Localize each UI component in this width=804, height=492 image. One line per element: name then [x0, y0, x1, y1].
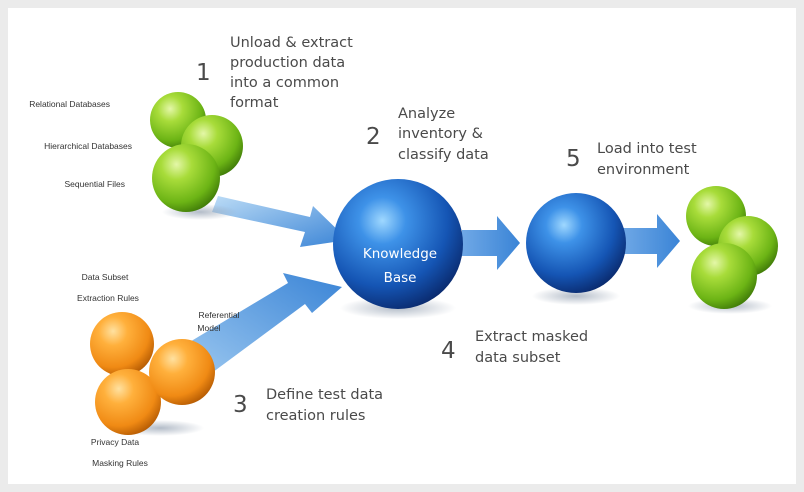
referential-model-label-line2: Model: [197, 323, 220, 333]
diagram-canvas: Knowledge Base Relational Databases Hier…: [8, 8, 796, 484]
orange-sphere: [90, 312, 154, 376]
masked-subset: [526, 193, 626, 305]
step-4-number: 4: [441, 338, 456, 364]
step-2-number: 2: [366, 124, 381, 150]
arrow-sources-to-kb: [212, 196, 348, 247]
arrow-rules-to-kb: [188, 273, 342, 378]
arrow-subset-to-test-env: [622, 214, 680, 268]
knowledge-base-label-line1: Knowledge: [363, 246, 437, 262]
hierarchical-databases-label: Hierarchical Databases: [44, 141, 132, 151]
knowledge-base-sphere: [333, 179, 463, 309]
step-4-text-line1: Extract masked: [475, 329, 588, 345]
masked-subset-sphere: [526, 193, 626, 293]
step-1-number: 1: [196, 60, 211, 86]
step-5-text-line1: Load into test: [597, 141, 697, 157]
step-3-text-line2: creation rules: [266, 408, 365, 424]
referential-model-label-line1: Referential: [198, 310, 239, 320]
knowledge-base: Knowledge Base: [333, 179, 463, 319]
step-5-text-line2: environment: [597, 162, 690, 178]
privacy-data-label-line1: Privacy Data: [91, 437, 139, 447]
rules-spheres: [90, 312, 215, 436]
orange-sphere: [149, 339, 215, 405]
green-sphere: [152, 144, 220, 212]
step-1-text-line4: format: [230, 95, 279, 111]
step-5-number: 5: [566, 146, 581, 172]
relational-databases-label: Relational Databases: [29, 99, 110, 109]
knowledge-base-label-line2: Base: [384, 270, 417, 286]
green-sphere: [691, 243, 757, 309]
step-1-text-line1: Unload & extract: [230, 35, 353, 51]
privacy-data-label-line2: Masking Rules: [92, 458, 148, 468]
production-sources-spheres: [150, 92, 243, 220]
step-4-text-line2: data subset: [475, 350, 561, 366]
test-data-flow-diagram: Knowledge Base Relational Databases Hier…: [29, 35, 778, 468]
sequential-files-label: Sequential Files: [65, 179, 125, 189]
step-1-text-line3: into a common: [230, 75, 339, 91]
data-subset-label-line2: Extraction Rules: [77, 293, 139, 303]
step-3-number: 3: [233, 392, 248, 418]
step-2-text-line1: Analyze: [398, 106, 455, 122]
step-2-text-line2: inventory &: [398, 126, 483, 142]
orange-sphere: [95, 369, 161, 435]
step-3-text-line1: Define test data: [266, 387, 383, 403]
step-1-text-line2: production data: [230, 55, 345, 71]
arrow-kb-to-subset: [462, 216, 520, 270]
step-2-text-line3: classify data: [398, 147, 489, 163]
test-environment-spheres: [686, 186, 778, 314]
data-subset-label-line1: Data Subset: [82, 272, 129, 282]
